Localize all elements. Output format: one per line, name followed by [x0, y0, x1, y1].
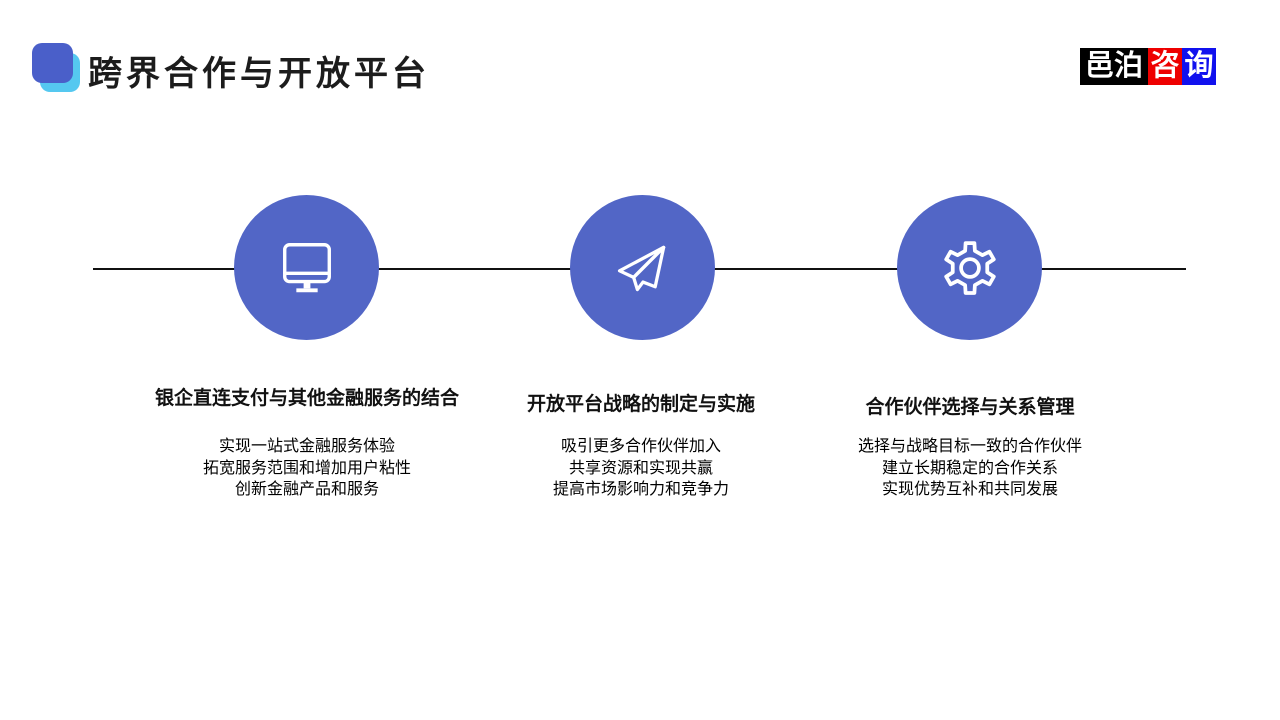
logo-segment-red: 咨: [1148, 48, 1182, 85]
gear-icon: [943, 240, 996, 295]
step-circle-1: [234, 195, 379, 340]
step-body-line: 选择与战略目标一致的合作伙伴: [857, 438, 1082, 455]
step-circle-3: [897, 195, 1042, 340]
step-column-1: 银企直连支付与其他金融服务的结合 实现一站式金融服务体验 拓宽服务范围和增加用户…: [127, 383, 487, 501]
step-body-line: 共享资源和实现共赢: [568, 459, 713, 477]
step-body-line: 提高市场影响力和竞争力: [552, 481, 729, 498]
step-body-3: 选择与战略目标一致的合作伙伴 建立长期稳定的合作关系 实现优势互补和共同发展: [790, 436, 1150, 501]
step-column-2: 开放平台战略的制定与实施 吸引更多合作伙伴加入 共享资源和实现共赢 提高市场影响…: [461, 389, 821, 501]
step-body-line: 实现优势互补和共同发展: [881, 481, 1058, 498]
step-heading-3: 合作伙伴选择与关系管理: [865, 397, 1075, 418]
step-body-line: 创新金融产品和服务: [234, 481, 379, 498]
step-body-line: 拓宽服务范围和增加用户粘性: [202, 459, 411, 477]
step-body-line: 吸引更多合作伙伴加入: [560, 438, 721, 455]
step-heading-1: 银企直连支付与其他金融服务的结合: [154, 388, 459, 409]
title-marker-icon: [32, 43, 84, 95]
step-body-line: 建立长期稳定的合作关系: [881, 459, 1058, 477]
step-body-1: 实现一站式金融服务体验 拓宽服务范围和增加用户粘性 创新金融产品和服务: [127, 436, 487, 501]
logo-segment-blue: 询: [1182, 48, 1216, 85]
paper-plane-icon: [617, 245, 665, 291]
step-circle-2: [570, 195, 715, 340]
yibo-consulting-logo: 邑泊 咨 询: [1080, 48, 1216, 85]
title-marker-front-square: [32, 43, 73, 83]
monitor-icon: [282, 242, 331, 292]
page-title: 跨界合作与开放平台: [88, 55, 430, 93]
step-heading-2: 开放平台战略的制定与实施: [526, 394, 755, 415]
step-body-line: 实现一站式金融服务体验: [218, 438, 395, 455]
step-body-2: 吸引更多合作伙伴加入 共享资源和实现共赢 提高市场影响力和竞争力: [461, 436, 821, 501]
logo-segment-black: 邑泊: [1080, 48, 1148, 85]
step-column-3: 合作伙伴选择与关系管理 选择与战略目标一致的合作伙伴 建立长期稳定的合作关系 实…: [790, 392, 1150, 501]
